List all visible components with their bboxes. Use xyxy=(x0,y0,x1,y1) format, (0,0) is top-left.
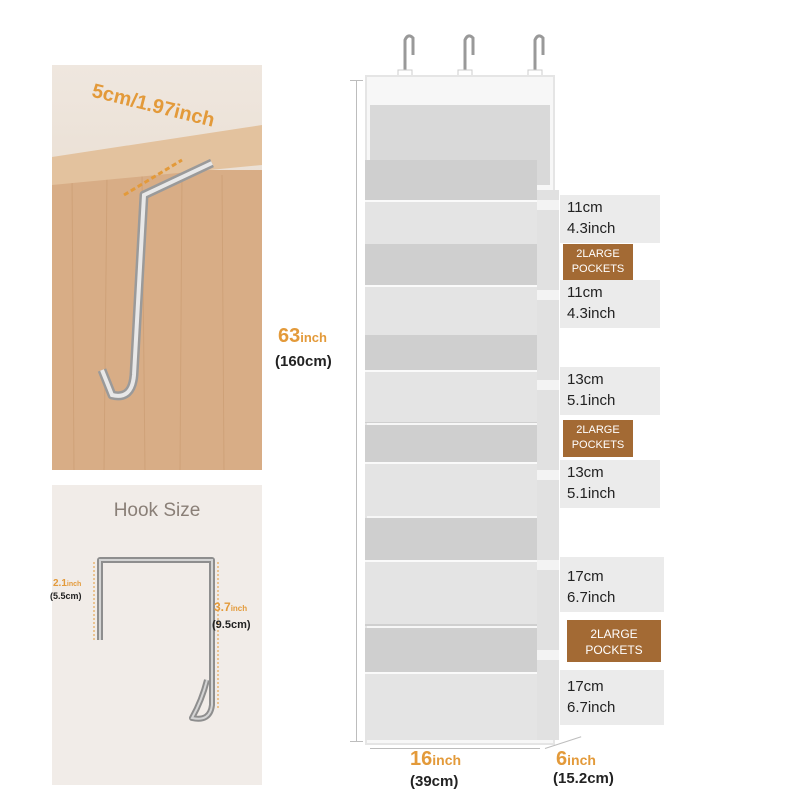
shelf-front-1 xyxy=(365,200,537,244)
width-label: 16inch xyxy=(410,748,462,770)
height-dimension-line xyxy=(356,80,357,742)
measurement-bg-4 xyxy=(560,460,660,508)
side-pockets xyxy=(537,190,559,740)
hook-width-cm: (5.5cm) xyxy=(50,591,82,601)
door-hook-photo xyxy=(52,65,262,470)
height-tick-top xyxy=(350,80,363,81)
door-organizer xyxy=(365,30,565,750)
measurement-bg-6 xyxy=(560,670,664,725)
measurement-bg-2 xyxy=(560,280,660,328)
hook-size-title: Hook Size xyxy=(113,500,201,521)
depth-cm: (15.2cm) xyxy=(553,770,614,787)
hook-diagram xyxy=(93,557,219,722)
depth-label: 6inch xyxy=(556,748,596,770)
height-label: 63inch xyxy=(278,325,327,347)
height-cm: (160cm) xyxy=(275,353,332,370)
shelf-front-5 xyxy=(365,560,537,624)
hook-size-panel xyxy=(52,485,262,785)
shelf-front-4 xyxy=(365,462,537,516)
hook-width-in: 2.1inch xyxy=(53,578,82,589)
door-hook-illustration xyxy=(52,125,262,470)
shelf-front-3 xyxy=(365,370,537,422)
shelf-front-2 xyxy=(365,285,537,335)
shelf-front-6 xyxy=(365,672,537,740)
measurement-bg-3 xyxy=(560,367,660,415)
hook-height-cm: (9.5cm) xyxy=(212,619,251,631)
width-dimension-line xyxy=(370,748,540,749)
measurement-bg-5 xyxy=(560,557,664,612)
width-cm: (39cm) xyxy=(410,773,459,790)
hook-height-in: 3.7inch xyxy=(214,600,248,614)
height-tick-bottom xyxy=(350,741,363,742)
measurement-bg-1 xyxy=(560,195,660,243)
